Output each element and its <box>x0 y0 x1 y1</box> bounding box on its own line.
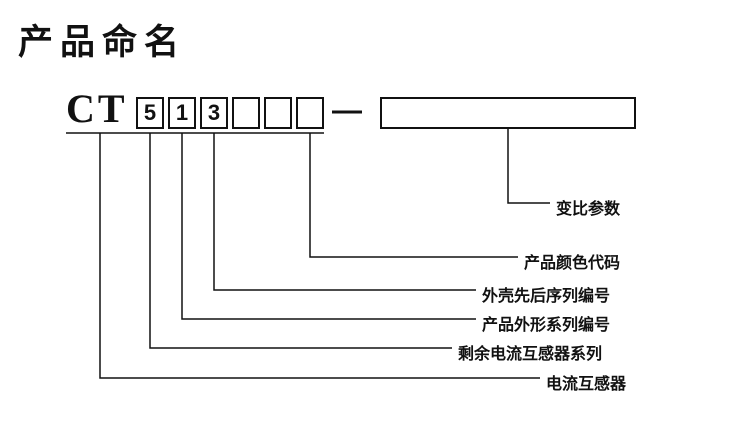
leader-residual-series <box>149 133 452 349</box>
code-box-row: 5 1 3 <box>136 97 328 129</box>
leader-shell-seq <box>213 133 476 291</box>
separator-dash: — <box>332 94 362 127</box>
label-ratio-param: 变比参数 <box>556 201 621 218</box>
label-shape-series: 产品外形系列编号 <box>482 317 611 334</box>
leader-shape-series <box>181 133 476 320</box>
leader-ratio-param <box>507 129 550 204</box>
code-box-series: 5 <box>136 97 164 129</box>
label-shell-seq: 外壳先后序列编号 <box>482 288 611 305</box>
ratio-parameter-box <box>380 97 636 129</box>
code-box-placeholder <box>264 97 292 129</box>
code-box-placeholder <box>232 97 260 129</box>
page-title: 产品命名 <box>18 23 187 62</box>
label-color-code: 产品颜色代码 <box>524 255 621 272</box>
code-prefix: CT <box>66 86 128 131</box>
label-residual-series: 剩余电流互感器系列 <box>458 346 603 363</box>
leader-color-code <box>309 133 518 258</box>
label-current-transformer: 电流互感器 <box>546 376 627 393</box>
code-box-shell: 3 <box>200 97 228 129</box>
code-box-color <box>296 97 324 129</box>
code-box-shape: 1 <box>168 97 196 129</box>
